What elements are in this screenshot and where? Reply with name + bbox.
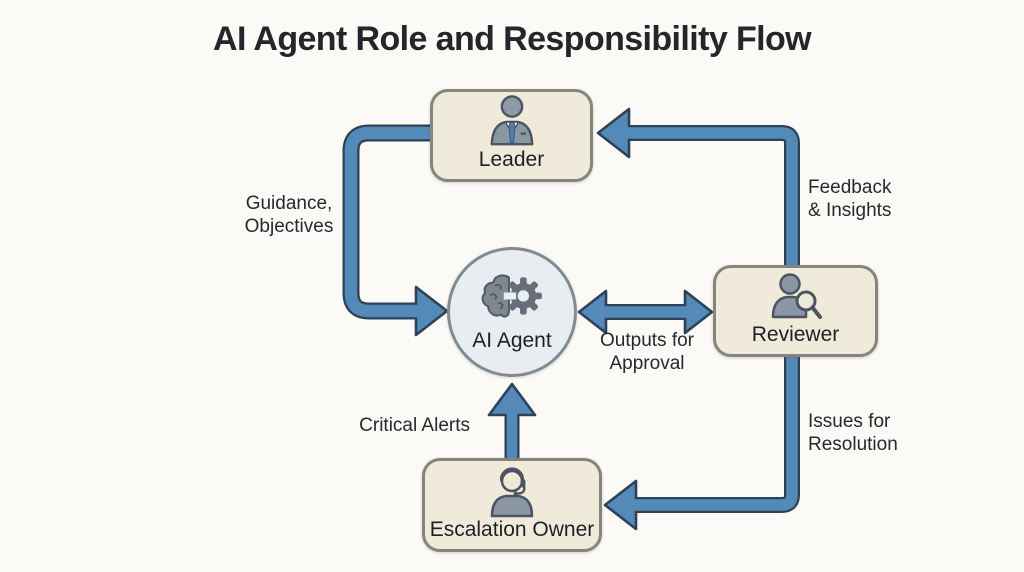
edge-label-guidance-objectives: Guidance, Objectives bbox=[244, 193, 334, 237]
edge-label-feedback-insights: Feedback & Insights bbox=[808, 177, 892, 221]
edge-label-outputs-approval: Outputs for Approval bbox=[600, 330, 694, 374]
reviewer-label: Reviewer bbox=[751, 323, 840, 346]
node-ai-agent: AI Agent bbox=[447, 247, 577, 377]
arrow-ai-agent-reviewer-bidirectional bbox=[577, 289, 714, 335]
page-title: AI Agent Role and Responsibility Flow bbox=[212, 20, 812, 58]
edge-label-critical-alerts: Critical Alerts bbox=[359, 415, 470, 436]
arrow-leader-to-ai-agent bbox=[342, 124, 449, 337]
escalation-owner-label: Escalation Owner bbox=[429, 518, 595, 541]
edge-label-issues-resolution: Issues for Resolution bbox=[808, 411, 898, 455]
person-magnifier-icon bbox=[768, 268, 824, 323]
node-escalation-owner: Escalation Owner bbox=[422, 458, 602, 552]
arrow-reviewer-to-escalation bbox=[603, 352, 800, 531]
person-headset-icon bbox=[484, 461, 540, 518]
brain-gear-icon bbox=[481, 272, 543, 327]
arrow-escalation-to-ai-agent bbox=[487, 382, 537, 462]
arrow-reviewer-to-leader bbox=[596, 107, 800, 270]
leader-person-icon bbox=[486, 89, 538, 148]
ai-agent-label: AI Agent bbox=[472, 328, 552, 352]
node-leader: Leader bbox=[430, 89, 593, 182]
leader-label: Leader bbox=[478, 148, 545, 171]
node-reviewer: Reviewer bbox=[713, 265, 878, 357]
